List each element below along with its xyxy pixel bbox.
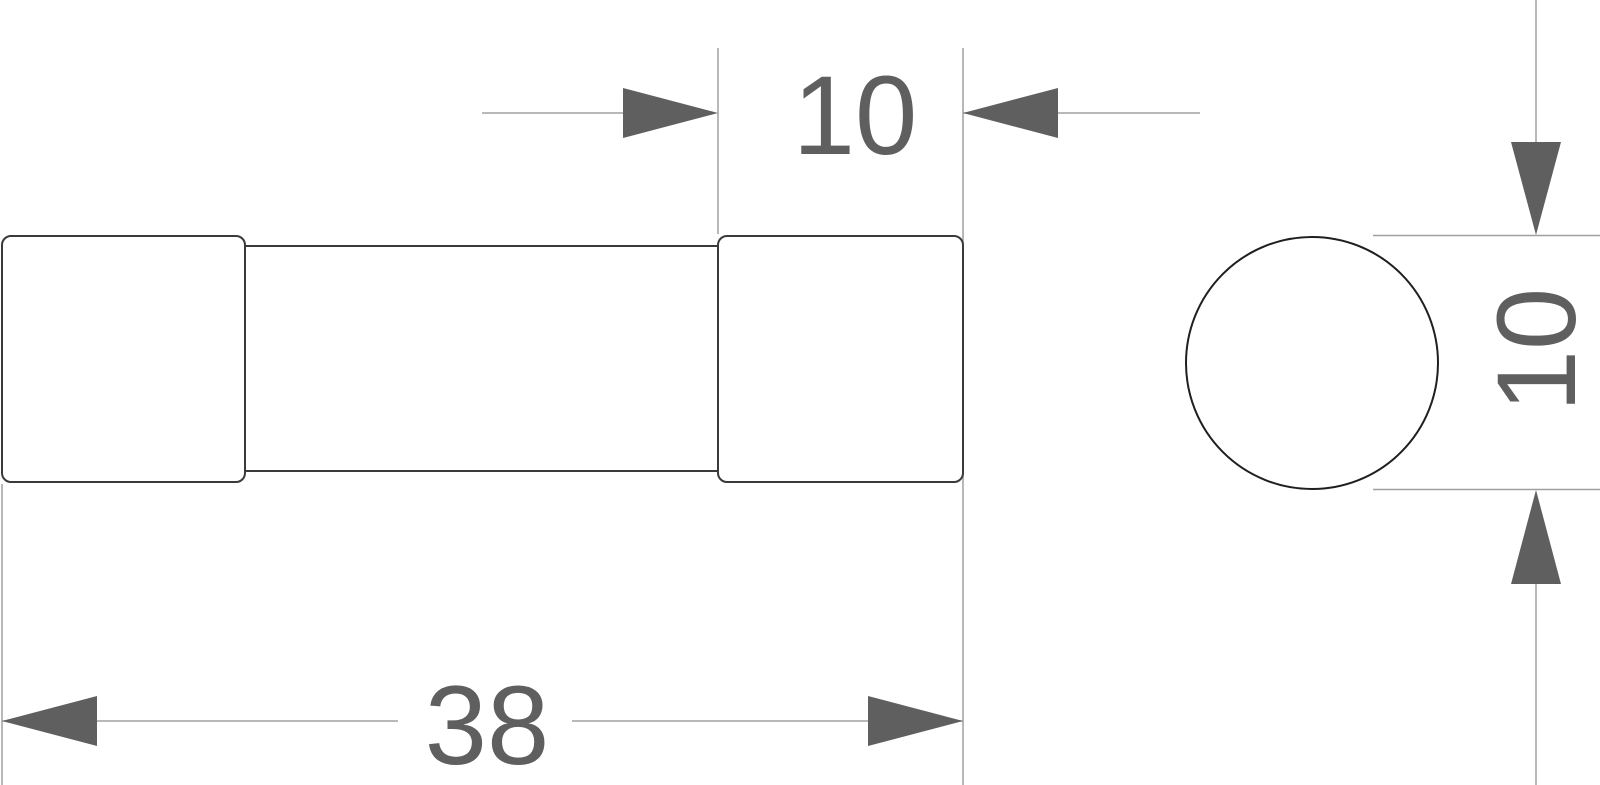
dimension-value-overall-length: 38 [424, 663, 550, 785]
dimension-value-diameter: 10 [1474, 287, 1599, 413]
arrowhead-cap-right-icon [963, 88, 1058, 138]
fuse-end-cap-left [1, 235, 246, 483]
arrowhead-cap-left-icon [623, 88, 718, 138]
arrowhead-diameter-bottom-icon [1511, 490, 1561, 584]
arrowhead-length-left-icon [2, 696, 97, 746]
fuse-end-cap-right [717, 235, 964, 483]
arrowhead-diameter-top-icon [1511, 142, 1561, 235]
arrowhead-length-right-icon [868, 696, 963, 746]
dimension-value-cap-length: 10 [792, 53, 918, 178]
fuse-body-tube [243, 245, 721, 472]
fuse-end-view-circle [1185, 236, 1439, 490]
